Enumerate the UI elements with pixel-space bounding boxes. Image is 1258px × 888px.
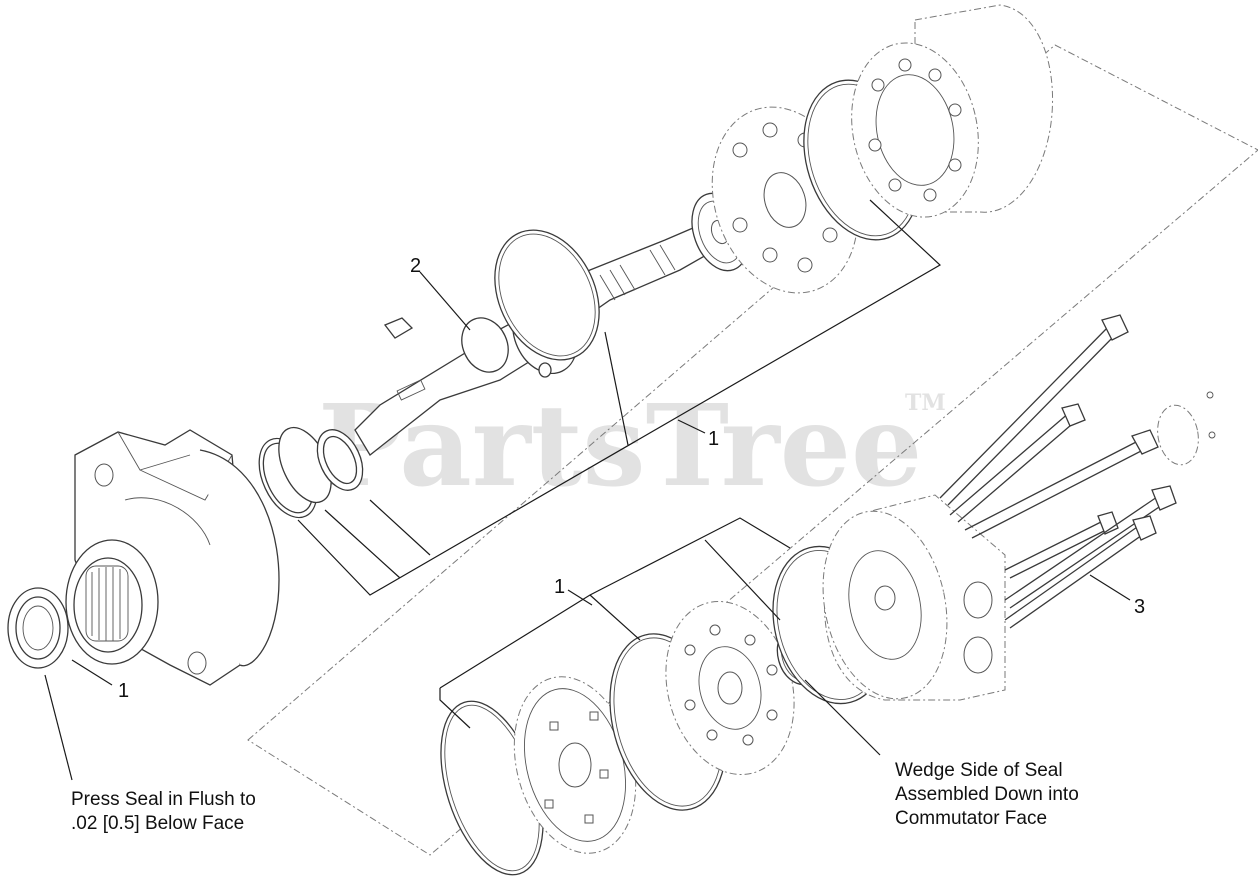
- watermark-trademark: TM: [905, 390, 946, 416]
- note-press-seal-line1: Press Seal in Flush to: [71, 789, 256, 810]
- rotor-end-cap: [851, 4, 1054, 218]
- port-plug: [1157, 391, 1216, 466]
- note-press-seal-line2: .02 [0.5] Below Face: [71, 813, 244, 834]
- leader-lines: [44, 271, 1131, 781]
- callout-3: 3: [1134, 596, 1145, 618]
- small-o-rings: [258, 426, 364, 519]
- cap-screws: [939, 314, 1177, 629]
- end-cover: [822, 494, 1006, 701]
- motor-housing: [65, 429, 280, 686]
- callout-1-top: 1: [708, 428, 719, 450]
- note-wedge-line1: Wedge Side of Seal: [895, 760, 1063, 781]
- callout-1-seal: 1: [118, 680, 129, 702]
- shaft-o-ring: [494, 229, 600, 361]
- note-wedge-line3: Commutator Face: [895, 808, 1047, 829]
- bracket-part-1-lower: [439, 517, 791, 729]
- note-wedge-line2: Assembled Down into: [895, 784, 1079, 805]
- callout-1-middle: 1: [554, 576, 565, 598]
- shaft-seal: [7, 587, 69, 669]
- bracket-part-1-upper: [297, 199, 942, 596]
- callout-2: 2: [410, 255, 421, 277]
